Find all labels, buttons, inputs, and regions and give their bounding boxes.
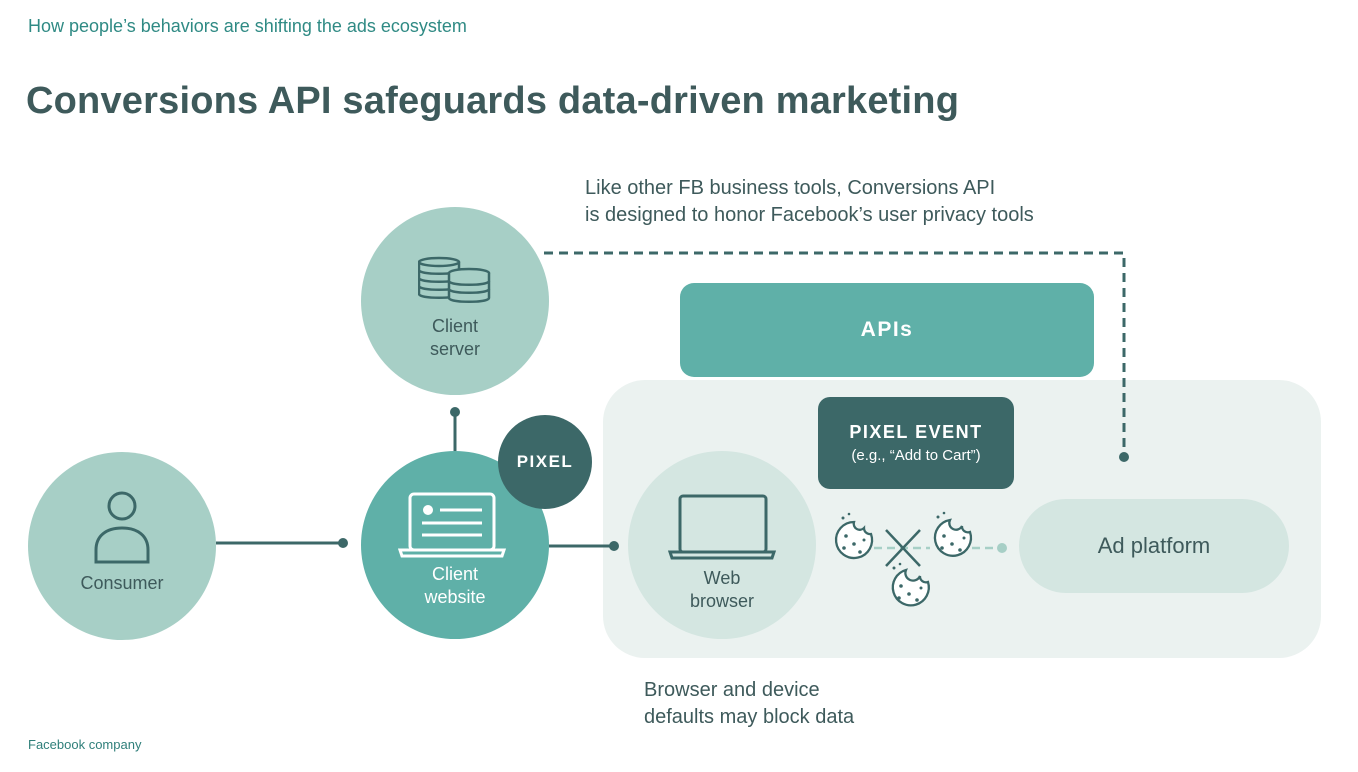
blocked-x-icon (885, 529, 921, 567)
pixel-event-title: PIXEL EVENT (849, 422, 983, 442)
blocking-note-line-2: defaults may block data (644, 706, 855, 728)
web-browser-label-line-1: Web (703, 568, 741, 588)
privacy-note: Like other FB business tools, Conversion… (585, 175, 1034, 229)
web-browser-label-line-2: browser (689, 591, 755, 611)
server-connector-dot (450, 407, 460, 417)
web-browser-node (628, 451, 816, 639)
blocked-flow-end-dot (997, 543, 1007, 553)
apis-label: APIs (860, 318, 914, 341)
web-browser-label: Web browser (628, 567, 816, 613)
blocking-note-line-1: Browser and device (644, 679, 820, 701)
apis-box: APIs (680, 283, 1094, 377)
pixel-badge-label: PIXEL (516, 452, 574, 471)
privacy-connector-end-dot (1119, 452, 1129, 462)
pixel-event-box: PIXEL EVENT (e.g., “Add to Cart”) (818, 397, 1014, 489)
ad-platform-label: Ad platform (1097, 533, 1211, 558)
consumer-node (28, 452, 216, 640)
client-website-label: Client website (361, 563, 549, 609)
privacy-note-line-2: is designed to honor Facebook’s user pri… (585, 204, 1034, 226)
pixel-badge: PIXEL (498, 415, 592, 509)
client-website-label-line-1: Client (431, 564, 479, 584)
consumer-label: Consumer (80, 573, 164, 593)
cookie-icon (834, 512, 874, 560)
cookie-icon (933, 511, 973, 557)
privacy-note-line-1: Like other FB business tools, Conversion… (585, 177, 996, 199)
slide-kicker: How people’s behaviors are shifting the … (28, 16, 467, 36)
browser-connector-dot (609, 541, 619, 551)
pixel-event-subtitle: (e.g., “Add to Cart”) (851, 447, 981, 464)
client-server-label-line-2: server (429, 339, 480, 359)
blocked-cookie-flow (834, 511, 1007, 607)
consumer-connector-dot (338, 538, 348, 548)
laptop-icon (668, 494, 776, 560)
client-website-label-line-2: website (424, 587, 486, 607)
client-server-label: Client server (361, 315, 549, 361)
person-icon (94, 491, 150, 564)
client-server-label-line-1: Client (431, 316, 479, 336)
ad-platform-box: Ad platform (1019, 499, 1289, 593)
database-icon (418, 256, 491, 303)
cookie-icon (891, 562, 930, 607)
footer-label: Facebook company (28, 737, 142, 752)
blocking-note: Browser and device defaults may block da… (644, 677, 854, 731)
slide-title: Conversions API safeguards data-driven m… (26, 80, 960, 122)
webpage-icon (398, 492, 507, 558)
